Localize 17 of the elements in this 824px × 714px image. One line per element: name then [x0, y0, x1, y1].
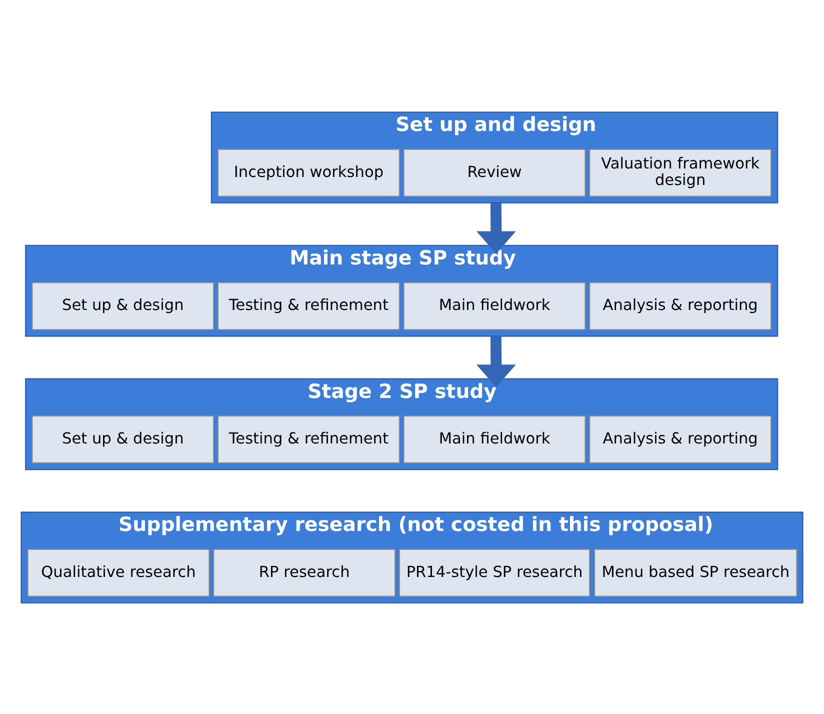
node-box: RP research — [213, 548, 396, 596]
arrow — [476, 336, 516, 387]
node-box: Valuation framework design — [589, 148, 772, 196]
node-box: Main fieldwork — [403, 282, 586, 330]
arrow — [476, 202, 516, 254]
node-box: Qualitative research — [27, 548, 210, 596]
node-box: Testing & refinement — [217, 282, 400, 330]
node-box: Testing & refinement — [217, 414, 400, 464]
node-box: Analysis & reporting — [589, 282, 772, 330]
node-box: Main fieldwork — [403, 414, 586, 464]
node-box: Set up & design — [32, 414, 214, 464]
node-box: PR14-style SP research — [398, 548, 590, 596]
node-box: Inception workshop — [217, 148, 400, 196]
node-box: Set up & design — [32, 282, 214, 330]
node-box: Analysis & reporting — [589, 414, 772, 464]
node-box: Review — [403, 148, 586, 196]
node-box: Menu based SP research — [594, 548, 798, 596]
